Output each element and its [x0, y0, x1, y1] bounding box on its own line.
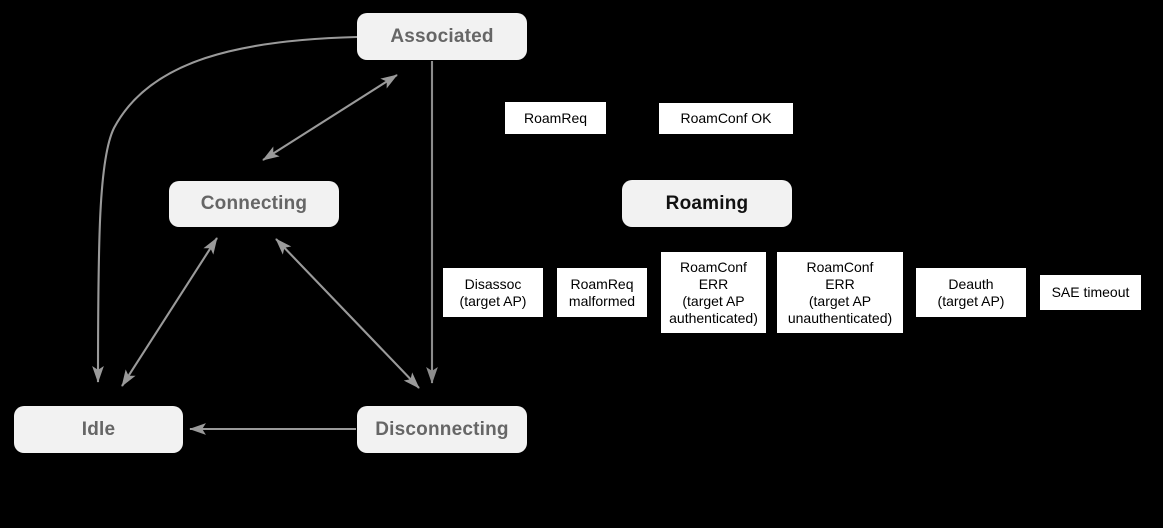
state-label: Associated	[390, 25, 494, 47]
state-label: Idle	[81, 418, 116, 440]
edge-connecting-disconnecting	[275, 238, 420, 389]
state-label: Disconnecting	[375, 418, 509, 440]
message-box-roamreq: RoamReq	[505, 102, 606, 134]
message-box-roamconf-err-unauth: RoamConf ERR (target AP unauthenticated)	[777, 252, 903, 333]
edge-connecting-associated-line	[262, 74, 398, 161]
edge-idle-connecting	[121, 237, 218, 387]
state-node-disconnecting[interactable]: Disconnecting	[357, 406, 527, 453]
message-box-deauth-target-ap: Deauth (target AP)	[916, 268, 1026, 317]
state-node-connecting[interactable]: Connecting	[169, 181, 339, 227]
message-box-roamreq-malformed: RoamReq malformed	[557, 268, 647, 317]
message-box-roamconf-err-auth: RoamConf ERR (target AP authenticated)	[661, 252, 766, 333]
message-box-sae-timeout: SAE timeout	[1040, 275, 1141, 310]
message-box-roamconf-ok: RoamConf OK	[659, 103, 793, 134]
state-node-associated[interactable]: Associated	[357, 13, 527, 60]
message-box-disassoc-target-ap: Disassoc (target AP)	[443, 268, 543, 317]
state-label: Connecting	[200, 193, 308, 214]
state-node-idle[interactable]: Idle	[14, 406, 183, 453]
state-node-roaming[interactable]: Roaming	[622, 180, 792, 227]
state-label: Roaming	[665, 192, 749, 214]
